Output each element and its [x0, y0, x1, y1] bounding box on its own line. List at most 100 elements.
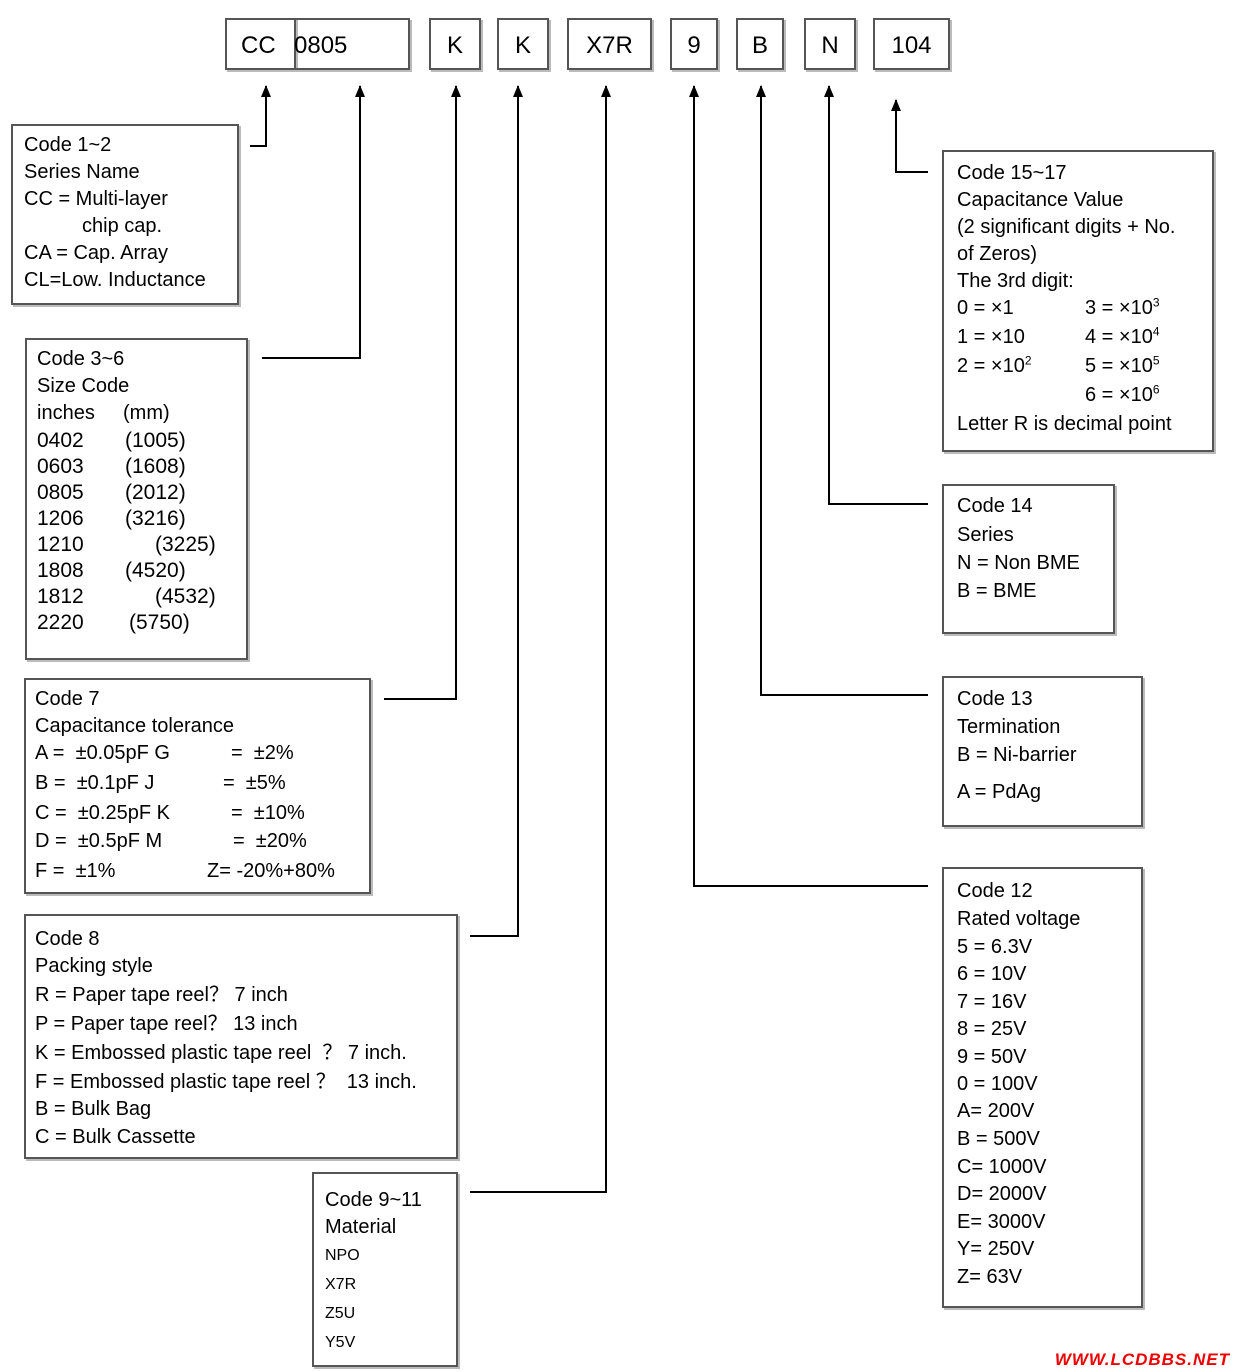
code12-line: E= 3000V: [957, 1211, 1046, 1233]
box-title: Code 12: [957, 880, 1033, 902]
capacitance-box: Code 15~17 Capacitance Value (2 signific…: [942, 150, 1214, 452]
size-inch: 1210: [37, 533, 84, 556]
series-line: CC = Multi-layer: [24, 188, 168, 210]
material-line: X7R: [325, 1276, 357, 1293]
size-inch: 0402: [37, 429, 84, 452]
size-inch: 1812: [37, 585, 84, 608]
arrow-material: [470, 85, 611, 1193]
multiplier-left: 1 = ×10: [957, 326, 1025, 348]
code12-line: 5 = 6.3V: [957, 936, 1033, 958]
multiplier-row: 0 = ×1 3 = ×103: [957, 295, 1212, 324]
size-row: 1210 (3225): [37, 531, 246, 557]
size-mm: (1608): [125, 455, 186, 478]
tolerance-left: C = ±0.25pF K: [35, 802, 170, 824]
tolerance-left: B = ±0.1pF J: [35, 772, 155, 794]
packing-line: K = Embossed plastic tape reel ？ 7 inch.: [35, 1042, 407, 1064]
tolerance-right: = ±20%: [233, 830, 307, 852]
size-mm: (5750): [129, 611, 190, 634]
box-title: Code 13: [957, 688, 1033, 710]
series-line: Series Name: [24, 161, 140, 183]
material-line: Y5V: [325, 1334, 356, 1351]
multiplier-right: 3 = ×10: [1085, 297, 1153, 319]
box-subtitle: Capacitance tolerance: [35, 715, 235, 737]
box-title: Code 7: [35, 688, 100, 710]
multiplier-left: 0 = ×1: [957, 297, 1014, 319]
code-box-size: 0805: [294, 18, 410, 70]
box-title: Code 1~2: [24, 134, 112, 156]
watermark: WWW.LCDBBS.NET: [1054, 1350, 1230, 1369]
code12-line: 7 = 16V: [957, 991, 1027, 1013]
capacitance-desc: The 3rd digit:: [957, 270, 1074, 292]
arrow-packing: [470, 85, 523, 937]
size-row: 0402 (1005): [37, 427, 246, 453]
code12-line: B = 500V: [957, 1128, 1040, 1150]
size-mm: (3216): [125, 507, 186, 530]
packing-box: Code 8 Packing style R = Paper tape reel…: [24, 914, 458, 1159]
box-subtitle: Material: [325, 1216, 397, 1238]
multiplier-exponent: 4: [1152, 324, 1160, 339]
tolerance-left: F = ±1%: [35, 860, 116, 882]
multiplier-exponent: 2: [1024, 353, 1032, 368]
size-row: 0603(1608): [37, 453, 246, 479]
size-header-inches: inches: [37, 402, 95, 424]
size-inch: 0805: [37, 481, 84, 504]
code12-line: Y= 250V: [957, 1238, 1035, 1260]
packing-line: C = Bulk Cassette: [35, 1126, 196, 1148]
code12-line: Z= 63V: [957, 1266, 1023, 1288]
code13-line: A = PdAg: [957, 781, 1041, 803]
size-mm: (3225): [155, 533, 216, 556]
multiplier-right: 4 = ×10: [1085, 326, 1153, 348]
box-title: Code 3~6: [37, 348, 125, 370]
material-line: Z5U: [325, 1305, 356, 1322]
arrow-code12: [689, 85, 928, 887]
code12-line: A= 200V: [957, 1100, 1035, 1122]
tolerance-left: D = ±0.5pF M: [35, 830, 163, 852]
code-box-series: N: [804, 18, 856, 70]
box-subtitle: Packing style: [35, 955, 153, 977]
code12-line: D= 2000V: [957, 1183, 1047, 1205]
arrow-size: [262, 85, 365, 359]
tolerance-right: = ±5%: [223, 772, 286, 794]
code-box-packing: K: [497, 18, 549, 70]
tolerance-right: = ±2%: [231, 742, 294, 764]
tolerance-right: = ±10%: [231, 802, 305, 824]
material-box: Code 9~11 Material NPO X7R Z5U Y5V: [312, 1172, 458, 1367]
code-box-termination: B: [736, 18, 784, 70]
code12-box: Code 12 Rated voltage 5 = 6.3V 6 = 10V 7…: [942, 867, 1143, 1308]
code12-line: 6 = 10V: [957, 963, 1027, 985]
code12-line: 0 = 100V: [957, 1073, 1038, 1095]
size-mm: (4520): [125, 559, 186, 582]
arrow-capacitance: [891, 99, 928, 173]
tolerance-row: C = ±0.25pF K = ±10%: [35, 800, 369, 828]
series-line: CL=Low. Inductance: [24, 269, 206, 291]
size-mm: (1005): [125, 429, 186, 452]
size-inch: 1808: [37, 559, 84, 582]
code14-box: Code 14 Series N = Non BME B = BME: [942, 484, 1115, 634]
series-line: chip cap.: [82, 215, 163, 237]
box-subtitle: Capacitance Value: [957, 189, 1124, 211]
code-box-tolerance: K: [429, 18, 481, 70]
code13-line: B = Ni-barrier: [957, 744, 1077, 766]
arrow-tolerance: [384, 85, 461, 700]
multiplier-row: 6 = ×106: [957, 382, 1212, 411]
size-code-box: Code 3~6 Size Code inches(mm) 0402(1005)…: [25, 338, 248, 660]
multiplier-exponent: 6: [1152, 382, 1160, 397]
code12-line: C= 1000V: [957, 1156, 1047, 1178]
size-row: 1808 (4520): [37, 557, 246, 583]
code14-line: B = BME: [957, 580, 1037, 602]
capacitance-desc: (2 significant digits + No.: [957, 216, 1176, 238]
size-row: 1206(3216): [37, 505, 246, 531]
series-line: CA = Cap. Array: [24, 242, 168, 264]
box-title: Code 9~11: [325, 1189, 422, 1211]
arrow-series: [250, 85, 271, 147]
size-header: inches(mm): [37, 400, 246, 427]
multiplier-exponent: 5: [1152, 353, 1160, 368]
multiplier-exponent: 3: [1152, 295, 1160, 310]
series-name-box: Code 1~2 Series Name CC = Multi-layer ch…: [11, 124, 239, 305]
tolerance-left: A = ±0.05pF G: [35, 742, 170, 764]
code14-line: Series: [957, 524, 1014, 546]
tolerance-row: B = ±0.1pF J = ±5%: [35, 770, 369, 800]
tolerance-row: F = ±1%Z= -20%+80%: [35, 858, 369, 888]
